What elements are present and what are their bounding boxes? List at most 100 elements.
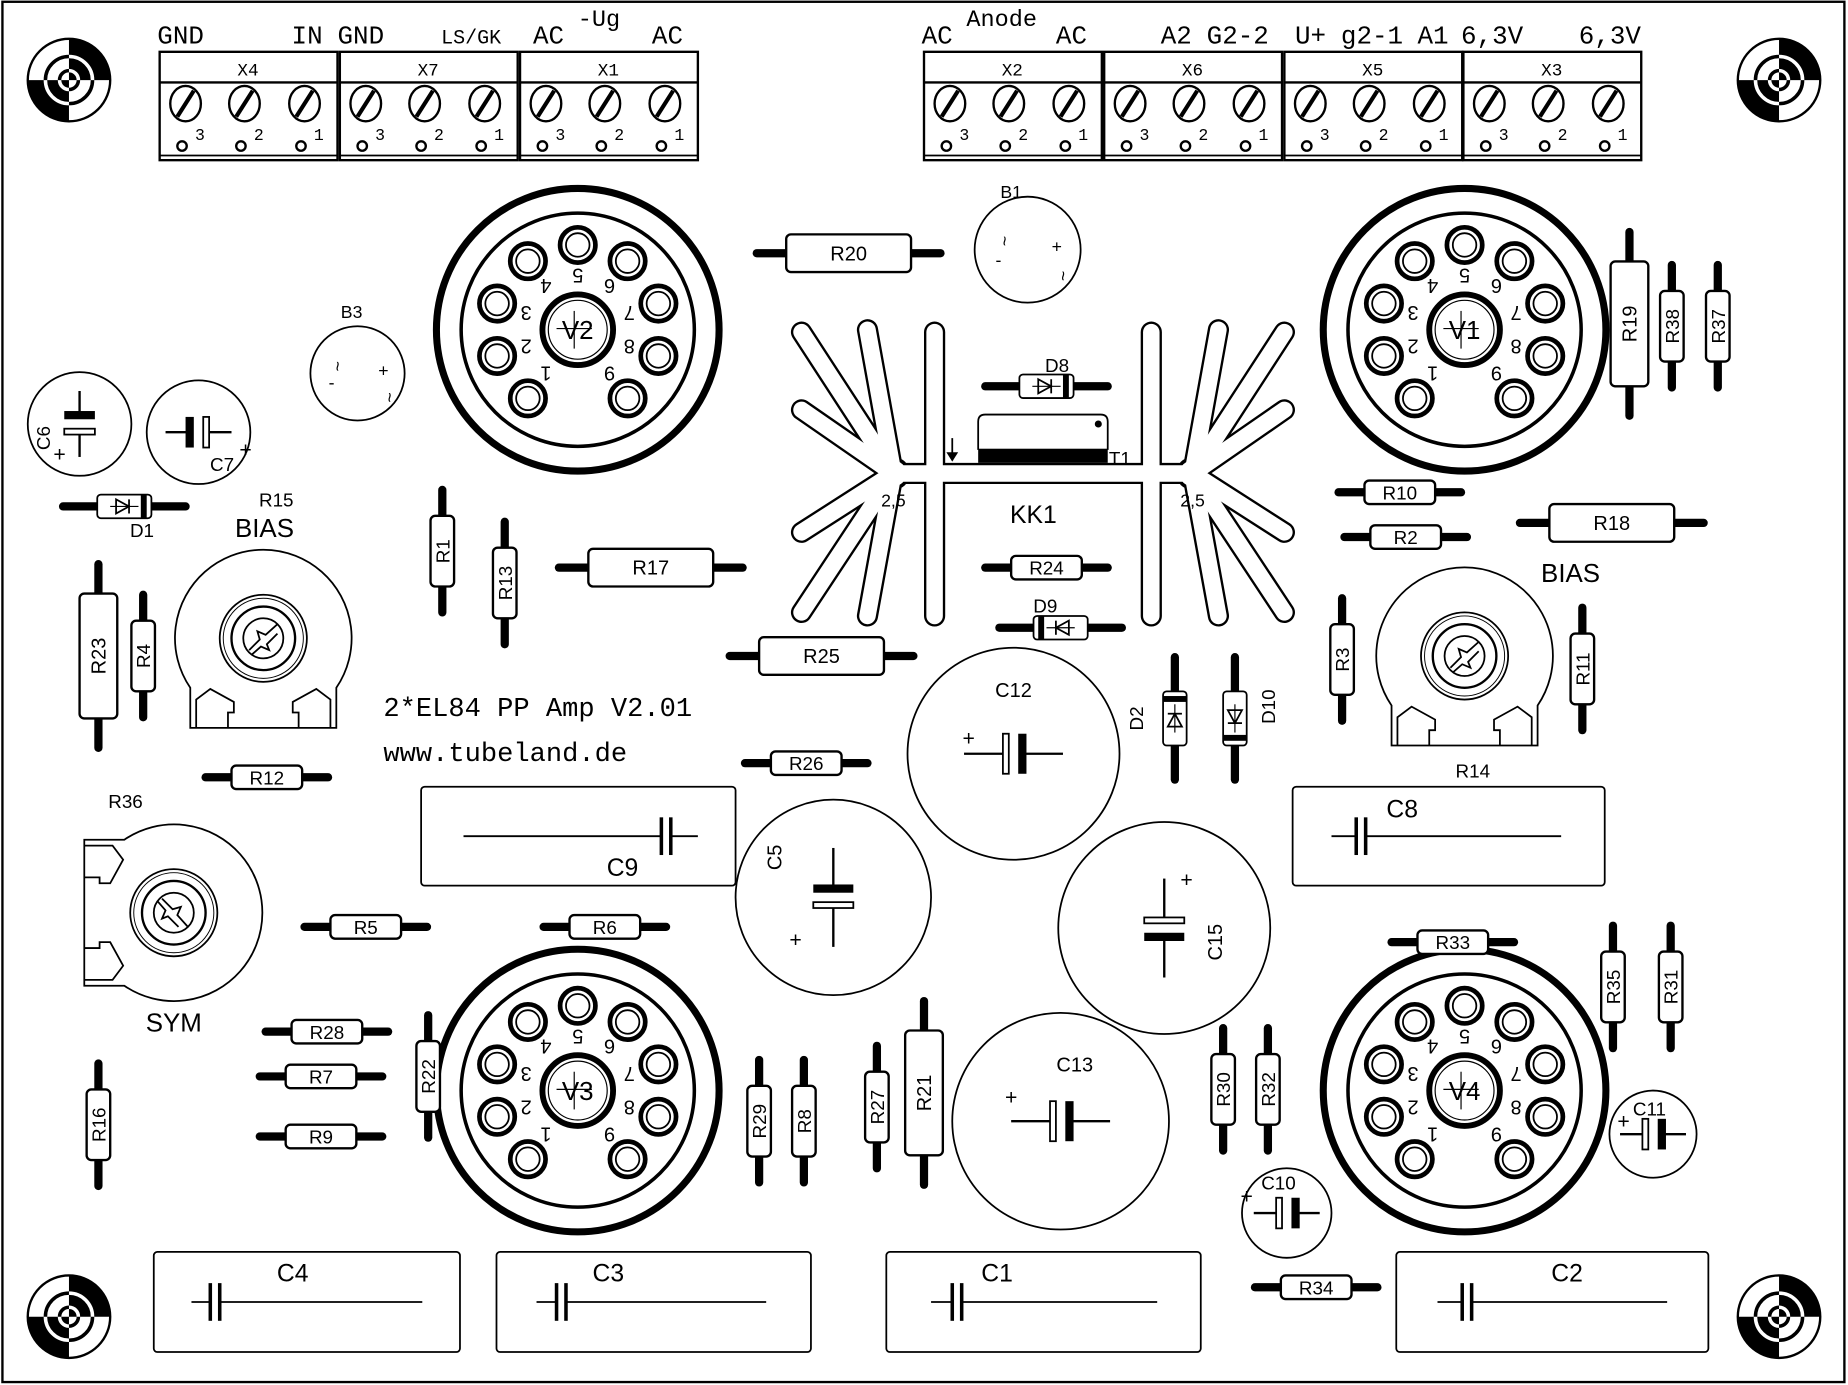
trim-pot-leg [195,687,235,728]
diode-label: D1 [130,520,154,541]
resistor-label: R2 [1394,527,1418,548]
tube-pin-pad [1494,378,1535,419]
screw-slot [1538,89,1559,118]
bridge-pin-symbol: ~ [379,392,399,402]
adjust-screw-icon[interactable] [1443,635,1486,677]
trim-pot-outline [174,548,353,729]
resistor-body [1009,554,1083,581]
screw-slot [414,89,435,118]
adjust-screw-icon[interactable] [242,617,285,660]
tube-pin-hole [1371,1104,1397,1130]
pin-number: 3 [1140,126,1150,145]
capacitor-plate-positive [1002,732,1010,775]
tube-pin-pad [507,241,548,282]
tube-pin-number: 6 [1491,274,1502,296]
terminal-block-label: X6 [1182,61,1203,81]
pin-number: 3 [195,126,205,145]
resistor: R31 [1657,921,1684,1053]
heatsink-fin [859,321,902,482]
bridge-pin-symbol: + [378,361,388,381]
pin-pad [595,140,608,152]
tube-pin-hole [614,385,641,412]
polarity-plus-icon: + [53,444,65,467]
tube-pin-number: 9 [604,362,615,384]
adjust-screw-icon[interactable] [152,891,195,934]
terminal-label: IN [292,22,323,52]
trim-potentiometer[interactable]: R14 [1375,566,1554,781]
capacitor-plate-positive [1049,1100,1057,1143]
pin-number: 3 [555,126,565,145]
resistor-body [78,592,119,720]
resistor-label: R7 [309,1067,333,1088]
polarity-plus-icon: + [1617,1110,1629,1133]
screw-slot [1598,89,1619,118]
screw-slot [474,89,495,118]
resistor-body [790,1084,817,1158]
trim-pot-body [1375,566,1554,747]
tube-pin-number: 5 [572,264,583,286]
electrolytic-capacitor: C10+ [1241,1167,1333,1259]
resistor: R8 [790,1055,817,1187]
trim-pot-rotor [222,597,304,679]
terminal-label: 6,3V [1461,22,1524,52]
resistor: R12 [201,764,333,791]
heatsink-fin [1184,321,1227,482]
tube-pin-hole [614,1146,641,1172]
tube-pin-pad [1394,1001,1435,1042]
trim-pot-leg [1396,705,1437,746]
resistor-label: R33 [1436,932,1471,953]
tube-center-hole-inner [1434,1060,1495,1121]
tube-pin-number: 3 [1407,1062,1418,1084]
tube-pin-pad [638,1096,679,1137]
film-capacitor-label: C9 [607,855,639,882]
resistor-body [1369,524,1443,550]
capacitor-plate-positive [202,416,211,449]
tube-pin-pad [1394,378,1435,419]
resistor: R32 [1254,1024,1281,1155]
bridge-pin-symbol: - [329,372,335,392]
tube-pin-number: 7 [624,1062,635,1084]
pin-pad [1120,140,1133,152]
tube-pin-hole [515,248,541,274]
capacitor-symbol [1143,878,1186,978]
resistor-body [491,546,518,620]
tube-pin-pad [1494,1139,1535,1180]
tube-pin-hole [565,232,591,258]
pin-number: 3 [375,126,385,145]
capacitor-label: C13 [1056,1055,1093,1077]
bridge-rectifier: B3~-+~ [309,302,406,422]
trim-pot-body [174,548,353,729]
resistor-body [1658,289,1685,363]
resistor: R16 [85,1059,112,1191]
mounting-hole [1736,1274,1822,1360]
resistor-body [568,913,642,940]
pin-pad [356,140,369,152]
resistor: R25 [725,635,918,677]
capacitor-symbol [1253,1196,1320,1230]
tube-pin-number: 8 [1511,1095,1522,1117]
diode: D8 [981,355,1112,399]
resistor-body [769,750,843,777]
capacitor-outline [1608,1089,1698,1179]
terminal-label: G2-2 [1207,22,1269,52]
tube-center-hole [1426,1052,1503,1129]
tube-pin-pad [1525,1044,1566,1085]
pin-pad [999,140,1012,152]
heatsink-fin [793,465,902,621]
resistor-body [785,233,913,274]
capacitor-symbol [964,732,1063,775]
resistor: R19 [1609,227,1650,420]
trim-potentiometer[interactable]: R15 [174,489,353,729]
trim-potentiometer[interactable]: R36 [83,791,264,1002]
resistor-body [85,1088,112,1162]
resistor-body [1548,502,1676,543]
hole-size-label: 2,5 [881,490,906,510]
resistor-label: R34 [1299,1277,1334,1298]
resistor-label: R21 [914,1075,936,1112]
capacitor-plate-negative [185,416,194,448]
film-capacitor-label: C1 [981,1260,1013,1287]
pin-number: 1 [494,126,504,145]
pin-pad [415,140,428,152]
pin-number: 2 [1198,126,1208,145]
